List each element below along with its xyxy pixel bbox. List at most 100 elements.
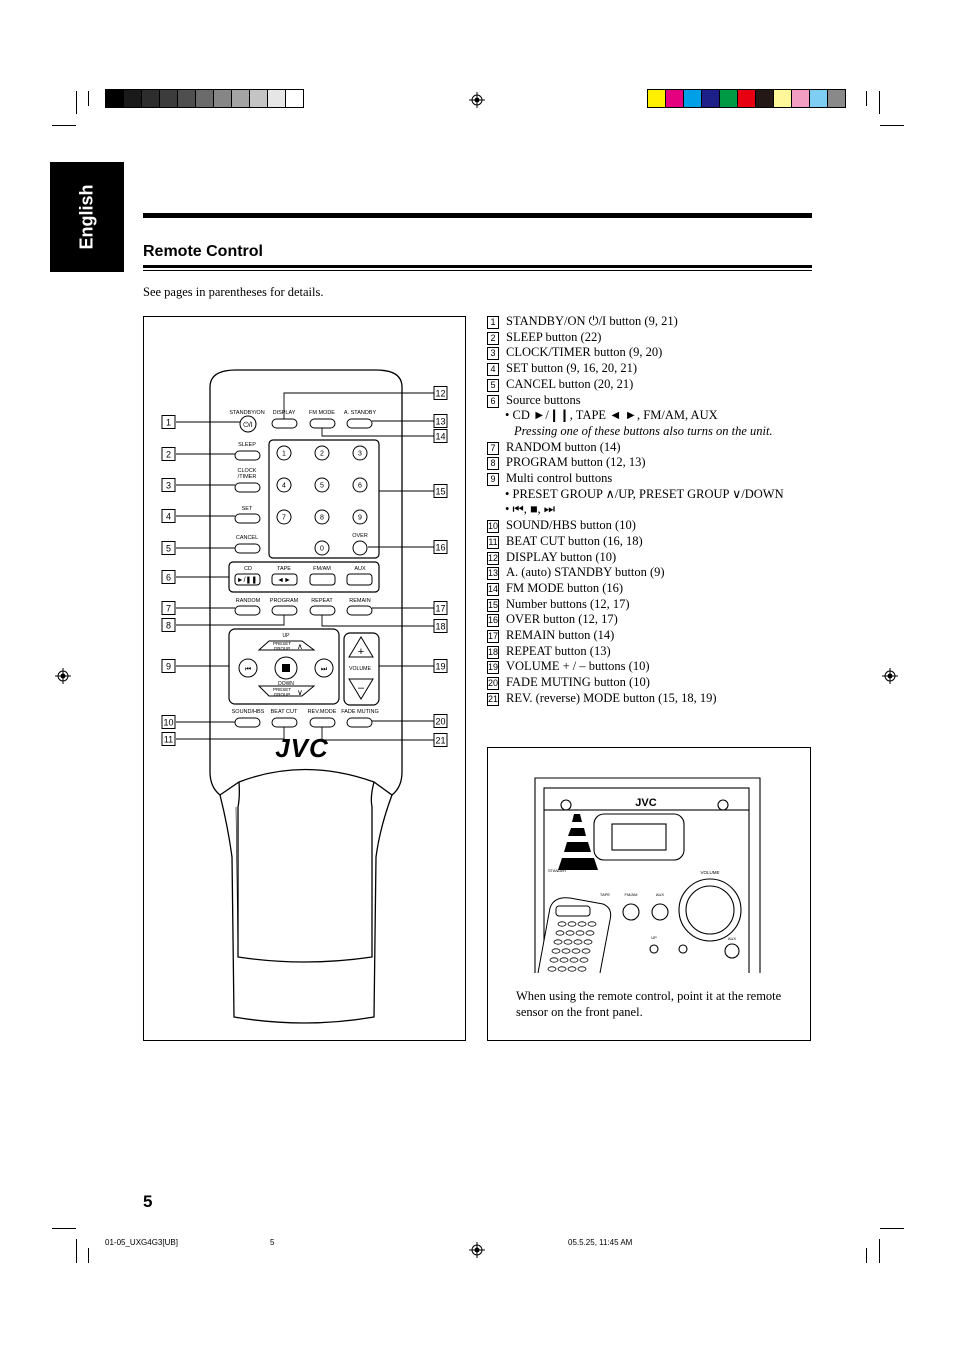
remote-random-button[interactable] <box>234 605 261 616</box>
remote-digit-button[interactable] <box>352 445 368 461</box>
remote-digit-button[interactable] <box>276 445 292 461</box>
remote-sleep-button[interactable] <box>234 450 261 461</box>
tape-direction-icon: ◄► <box>277 577 291 584</box>
remote-volume-up-button[interactable] <box>348 636 374 658</box>
remote-cd-button[interactable] <box>234 573 261 586</box>
remote-digit-button[interactable] <box>276 477 292 493</box>
remote-digit-label: 6 <box>358 483 362 490</box>
legend-text: DISPLAY button (10) <box>506 549 617 564</box>
remote-astandby-button[interactable] <box>346 418 373 429</box>
callout-label: 3 <box>166 481 171 491</box>
remote-digit-button[interactable] <box>314 540 330 556</box>
remote-repeat-button[interactable] <box>309 605 336 616</box>
legend-number: 11 <box>487 535 499 549</box>
remote-set-button[interactable] <box>234 513 261 524</box>
unit-volume-knob[interactable] <box>678 878 742 942</box>
remote-revmode-button[interactable] <box>309 717 336 728</box>
remote-label-up: UP <box>283 633 291 639</box>
legend-text: Number buttons (12, 17) <box>506 596 630 611</box>
callout-label: 4 <box>166 512 171 522</box>
remote-display-button[interactable] <box>271 418 298 429</box>
crop-mark-br-h <box>880 1228 904 1229</box>
remote-program-button[interactable] <box>271 605 298 616</box>
power-icon: ⏻/I <box>243 421 252 429</box>
legend-text: SET button (9, 16, 20, 21) <box>506 361 638 376</box>
remote-tape-button[interactable] <box>271 573 298 586</box>
remote-cancel-button[interactable] <box>234 543 261 554</box>
remote-stop-button[interactable] <box>274 656 298 680</box>
remote-remain-button[interactable] <box>346 605 373 616</box>
callout-leader-lines <box>176 392 434 741</box>
remote-label-volume: VOLUME <box>349 666 371 672</box>
unit-label-tape: TAPE <box>600 892 610 897</box>
legend-text: OVER button (12, 17) <box>506 612 618 627</box>
callout-number: 21 <box>433 733 448 747</box>
crop-mark-tr-v2 <box>866 91 867 106</box>
callout-label: 6 <box>166 573 171 583</box>
remote-digit-button[interactable] <box>314 445 330 461</box>
callout-box <box>161 541 176 555</box>
remote-digit-button[interactable] <box>352 477 368 493</box>
callout-label: 14 <box>435 432 445 442</box>
remote-standby-button[interactable] <box>239 415 257 433</box>
remote-digit-button[interactable] <box>314 509 330 525</box>
remote-volume-down-button[interactable] <box>348 678 374 700</box>
color-swatch <box>124 90 142 107</box>
remote-label-preset-up: PRESET <box>273 641 291 646</box>
remote-fademuting-button[interactable] <box>346 717 373 728</box>
unit-up-button[interactable] <box>649 944 659 954</box>
unit-knob-aux[interactable] <box>651 903 669 921</box>
remote-beatcut-button[interactable] <box>271 717 298 728</box>
callout-number: 19 <box>433 659 448 673</box>
unit-remote-key <box>567 921 577 927</box>
stop-icon <box>282 664 290 672</box>
unit-remote-key <box>579 957 589 963</box>
remote-fmam-button[interactable] <box>309 573 336 586</box>
legend-number: 15 <box>487 598 499 612</box>
remote-label-timer: /TIMER <box>238 474 257 480</box>
remote-soundhbs-button[interactable] <box>234 717 261 728</box>
remote-label-group-down: GROUP <box>274 692 291 697</box>
remote-label-cancel: CANCEL <box>236 535 258 541</box>
remote-aux-button[interactable] <box>346 573 373 586</box>
unit-remote-display <box>555 905 591 917</box>
unit-label-aux-jack: AUX <box>728 936 737 941</box>
unit-fm-button[interactable] <box>678 944 688 954</box>
callout-label: 17 <box>435 604 445 614</box>
remote-preset-up-button[interactable] <box>257 640 316 651</box>
color-swatch <box>232 90 250 107</box>
callout-label: 2 <box>166 450 171 460</box>
unit-remote-key <box>577 921 587 927</box>
callout-box <box>433 414 448 428</box>
unit-top-panel <box>543 787 750 811</box>
remote-label-astandby: A. STANDBY <box>344 410 377 416</box>
remote-label-clock: CLOCK <box>238 468 257 474</box>
remote-fmmode-button[interactable] <box>309 418 336 429</box>
remote-clock-timer-button[interactable] <box>234 482 261 493</box>
header-rule <box>143 213 812 218</box>
remote-digit-button[interactable] <box>314 477 330 493</box>
legend-text: RANDOM button (14) <box>506 439 621 454</box>
legend-text: CLOCK/TIMER button (9, 20) <box>506 345 663 360</box>
remote-digit-button[interactable] <box>276 509 292 525</box>
unit-brand-logo: JVC <box>635 797 656 809</box>
callout-number: 17 <box>433 601 448 615</box>
remote-number-pad-frame <box>268 439 380 559</box>
callout-box <box>433 619 448 633</box>
callout-label: 7 <box>166 604 171 614</box>
unit-remote-key <box>563 939 573 945</box>
callout-box <box>433 733 448 747</box>
unit-knob-fmam[interactable] <box>622 903 640 921</box>
remote-digit-button[interactable] <box>352 509 368 525</box>
remote-over-button[interactable] <box>352 540 368 556</box>
legend-number: 13 <box>487 567 499 581</box>
remote-preset-down-button[interactable] <box>257 685 316 697</box>
remote-prev-button[interactable] <box>238 658 258 678</box>
unit-remote-key <box>565 930 575 936</box>
callout-label: 9 <box>166 662 171 672</box>
remote-next-button[interactable] <box>314 658 334 678</box>
color-swatch <box>196 90 214 107</box>
